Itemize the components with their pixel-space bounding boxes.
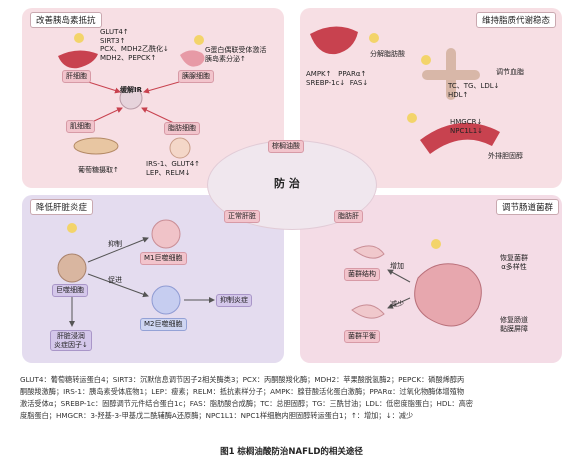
m1-macrophage-box: M1巨噬细胞: [140, 252, 187, 265]
m2-macrophage-box: M2巨噬细胞: [140, 318, 187, 331]
anti-inflammation-box: 抑制炎症: [216, 294, 252, 307]
ampk-list-label: AMPK↑ PPARα↑ SREBP-1c↓ FAS↓: [306, 70, 369, 87]
panel-title-inflammation: 降低肝脏炎症: [30, 199, 94, 215]
fat-cell-icon: [169, 137, 191, 159]
muscle-cell-icon: [73, 137, 119, 155]
fat-decompose-label: 分解脂肪酸: [370, 50, 405, 58]
pancreas-icon: [180, 50, 205, 67]
hmgcr-list-label: HMGCR↓ NPC1L1↓: [450, 118, 484, 135]
liver-infiltration-box: 肝脏浸润 炎症因子↓: [50, 330, 92, 351]
normal-liver-box: 正常肝脏: [224, 210, 260, 223]
droplet-icon: [369, 33, 379, 43]
caption-line: 酮酸羧激酶；IRS-1：胰岛素受体底物1；LEP：瘦素；RELM：抵抗素样分子；…: [20, 387, 465, 396]
muscle-cell-box: 肌细胞: [66, 120, 95, 133]
up-list-label: GLUT4↑ SIRT3↑ PCX、MDH2乙酰化↓ MDH2、PEPCK↑: [100, 28, 169, 62]
fat-cell-box: 脂肪细胞: [164, 122, 200, 135]
gut-structure-box: 菌群结构: [344, 268, 380, 281]
increase-label: 增加: [390, 262, 404, 270]
artery-icon: [420, 122, 500, 154]
ir-label: 缓解IR: [120, 86, 142, 94]
liver-cell-box: 肝细胞: [62, 70, 91, 83]
islet-cell-box: 胰腺细胞: [178, 70, 214, 83]
panel-title-gut: 调节肠道菌群: [496, 199, 560, 215]
flora-balance-box: 菌群平衡: [344, 330, 380, 343]
bacteria-icon: [353, 245, 385, 259]
droplet-icon: [407, 113, 417, 123]
bacteria-icon: [351, 304, 385, 319]
caption-line: GLUT4：葡萄糖转运蛋白4；SIRT3：沉默信息调节因子2相关酶类3；PCX：…: [20, 375, 465, 384]
kupffer-box: 巨噬细胞: [52, 284, 88, 297]
promote-label: 促进: [108, 276, 122, 284]
droplet-icon: [431, 239, 441, 249]
lipid-list-label: TC、TG、LDL↓ HDL↑: [448, 82, 500, 99]
droplet-icon: [74, 33, 84, 43]
m2-macrophage-icon: [151, 285, 181, 315]
liver-icon: [310, 26, 358, 55]
gpcr-label: G蛋白偶联受体激活 胰岛素分泌↑: [205, 46, 267, 63]
fatty-liver-box: 脂肪肝: [334, 210, 363, 223]
restore-diversity-label: 恢复菌群 α多样性: [500, 254, 528, 271]
blood-vessel-icon: [422, 48, 480, 100]
ir-cell-icon: [119, 86, 143, 110]
caption-line: 度脂蛋白；HMGCR：3-羟基-3-甲基戊二酰辅酶A还原酶；NPC1L1：NPC…: [20, 411, 414, 420]
caption-line: 激活受体α；SREBP-1c：固醇调节元件结合蛋白1c；FAS：脂肪酸合成酶；T…: [20, 399, 473, 408]
inhibit-label: 抑制: [108, 240, 122, 248]
repair-barrier-label: 修复肠道 黏膜屏障: [500, 316, 528, 333]
m1-macrophage-icon: [151, 219, 181, 249]
liver-icon: [58, 50, 98, 69]
bile-excretion-label: 外排胆固醇: [488, 152, 523, 160]
decrease-label: 减少: [390, 300, 404, 308]
drug-box: 棕榈油酸: [268, 140, 304, 153]
droplet-icon: [194, 35, 204, 45]
irs-list-label: IRS-1、GLUT4↑ LEP、RELM↓: [146, 160, 201, 177]
panel-title-lipid: 维持脂质代谢稳态: [476, 12, 557, 28]
macrophage-icon: [57, 253, 87, 283]
glucose-uptake-label: 葡萄糖摄取↑: [78, 166, 119, 174]
figure-title: 图1 棕榈油酸防治NAFLD的相关途径: [220, 447, 363, 457]
intestine-icon: [414, 263, 482, 327]
action-label: 防 治: [274, 177, 300, 190]
droplet-icon: [67, 223, 77, 233]
lipid-regulate-label: 调节血脂: [496, 68, 524, 76]
droplet-icon: [421, 55, 431, 65]
panel-title-insulin: 改善胰岛素抵抗: [30, 12, 102, 28]
